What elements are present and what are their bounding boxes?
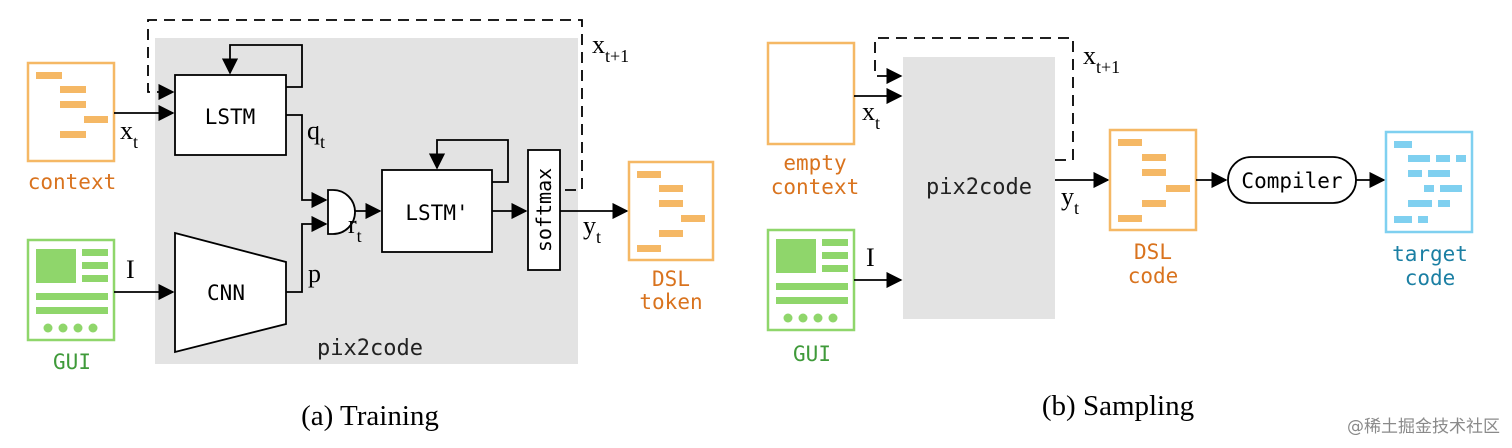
compiler-label: Compiler (1241, 169, 1342, 193)
sampling-i-var: I (866, 243, 875, 272)
gui-label: GUI (53, 350, 91, 374)
i-var: I (126, 255, 135, 284)
context-label: context (28, 170, 117, 194)
lstm-prime-recurrent-loop (428, 139, 509, 183)
sampling-gui-label: GUI (793, 342, 831, 366)
sampling-dashed-feedback-xt1 (874, 37, 1074, 161)
xt1-var: xt+1 (592, 30, 629, 66)
lstm-box (174, 74, 287, 156)
target-code-label-line2: code (1405, 266, 1456, 290)
lstm-recurrent-loop (221, 44, 303, 88)
cnn-label: CNN (207, 281, 245, 305)
empty-context-label-line1: empty (783, 151, 846, 175)
sampling-pix2code-block (903, 57, 1055, 319)
empty-context-document-icon (766, 41, 856, 146)
qt-var: qt (307, 116, 325, 152)
sampling-pix2code-label: pix2code (926, 175, 1032, 200)
lstm-label: LSTM (205, 105, 256, 129)
lstm-prime-label: LSTM' (405, 201, 468, 225)
sampling-yt-var: yt (1061, 182, 1079, 218)
sampling-gui-mockup-icon (766, 228, 856, 332)
training-panel: pix2code context GUI LSTM (26, 19, 715, 432)
sampling-panel: empty context GUI pix2code xt I xt+1 (766, 37, 1474, 422)
target-code-document-icon (1384, 130, 1474, 234)
watermark: @稀土掘金技术社区 (1347, 417, 1500, 437)
dashed-feedback-xt1 (147, 19, 583, 191)
xt-var: xt (120, 116, 138, 152)
dsl-code-label-line2: code (1128, 264, 1179, 288)
training-caption: (a) Training (301, 400, 439, 432)
dsl-code-document-icon (1108, 128, 1198, 232)
dsl-code-label-line1: DSL (1134, 240, 1172, 264)
dsl-token-document-icon (627, 160, 715, 262)
yt-var: yt (583, 211, 601, 247)
softmax-box (527, 149, 561, 271)
training-pix2code-label: pix2code (317, 336, 423, 361)
p-path (286, 215, 328, 293)
target-code-label-line1: target (1392, 242, 1468, 266)
concat-gate (327, 189, 356, 235)
sampling-caption: (b) Sampling (1042, 390, 1194, 422)
empty-context-label-line2: context (771, 175, 860, 199)
sampling-xt1-var: xt+1 (1083, 41, 1120, 77)
softmax-label: softmax (532, 168, 556, 252)
dsl-token-label-line2: token (639, 290, 702, 314)
gui-mockup-icon (26, 238, 116, 342)
qt-path (286, 114, 328, 209)
sampling-xt-var: xt (862, 97, 880, 133)
cnn-trapezoid (174, 231, 287, 354)
p-var: p (308, 259, 321, 288)
lstm-prime-box (381, 169, 493, 253)
dsl-token-label-line1: DSL (652, 267, 690, 291)
context-document-icon (26, 61, 116, 163)
rt-var: rt (348, 210, 362, 246)
